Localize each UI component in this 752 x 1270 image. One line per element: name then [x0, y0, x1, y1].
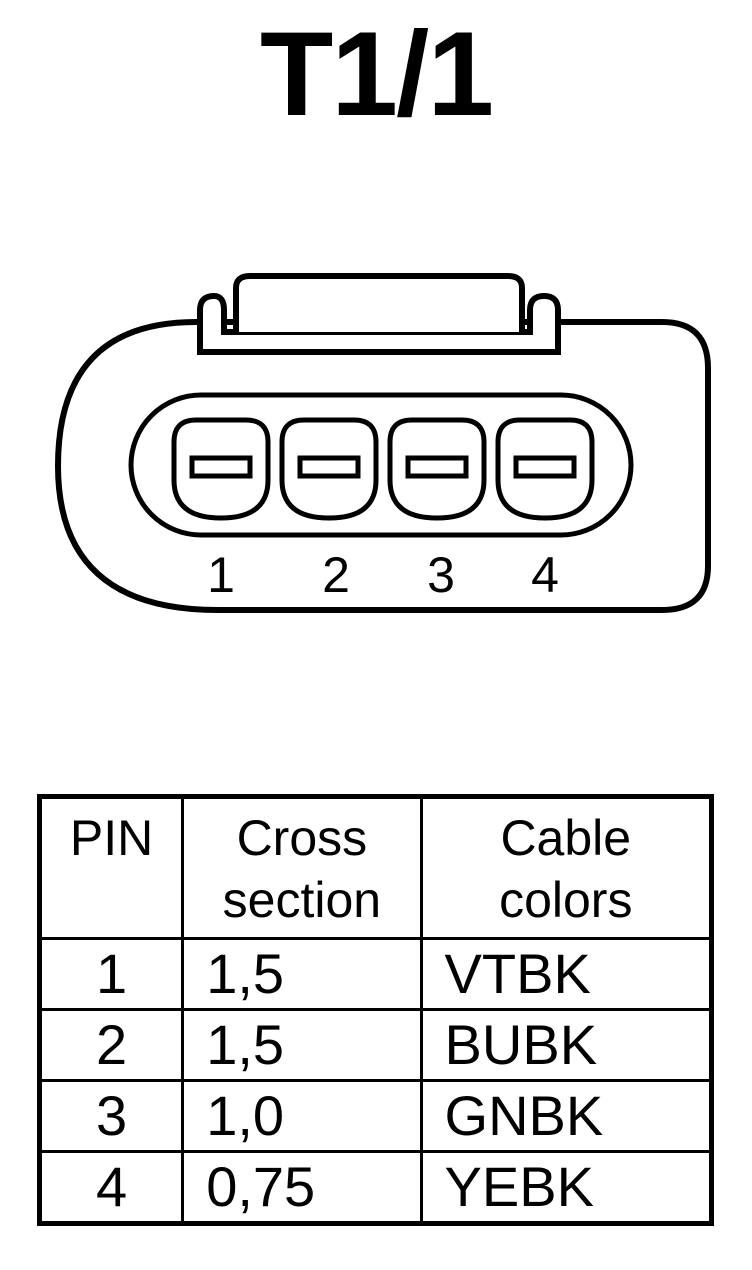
header-cable-colors: Cable colors [419, 795, 714, 940]
table-row: 4 0,75 YEBK [37, 1150, 714, 1225]
connector-title: T1/1 [259, 7, 494, 141]
cell-cross-section: 1,5 [181, 1008, 423, 1082]
pin-2 [279, 417, 379, 521]
pin-cavity [128, 392, 634, 538]
header-cross-section: Cross section [181, 795, 423, 940]
latch-clip [197, 292, 561, 355]
cell-cable-color: YEBK [419, 1150, 714, 1225]
pin-label-1: 1 [207, 547, 235, 603]
pin-label-4: 4 [531, 547, 559, 603]
latch-top [233, 273, 525, 332]
pin-label-3: 3 [427, 547, 455, 603]
table-row: 1 1,5 VTBK [37, 937, 714, 1011]
connector-housing [54, 319, 711, 613]
cell-cross-section: 1,0 [181, 1079, 423, 1153]
pin-1 [171, 417, 271, 521]
cell-pin: 1 [37, 937, 185, 1011]
pin-3 [387, 417, 487, 521]
cell-cable-color: BUBK [419, 1008, 714, 1082]
cell-pin: 2 [37, 1008, 185, 1082]
pin-4 [495, 417, 595, 521]
cell-cable-color: GNBK [419, 1079, 714, 1153]
table-row: 2 1,5 BUBK [37, 1008, 714, 1082]
header-pin: PIN [37, 795, 185, 940]
connector-diagram: 1 2 3 4 [54, 273, 711, 613]
table-row: 3 1,0 GNBK [37, 1079, 714, 1153]
pin-label-2: 2 [322, 547, 350, 603]
cell-pin: 3 [37, 1079, 185, 1153]
cell-cross-section: 0,75 [181, 1150, 423, 1225]
table-header-row: PIN Cross section Cable colors [37, 795, 714, 940]
cell-pin: 4 [37, 1150, 185, 1225]
cell-cross-section: 1,5 [181, 937, 423, 1011]
pin-assignment-table: PIN Cross section Cable colors 1 1,5 VTB… [37, 794, 714, 1226]
cell-cable-color: VTBK [419, 937, 714, 1011]
